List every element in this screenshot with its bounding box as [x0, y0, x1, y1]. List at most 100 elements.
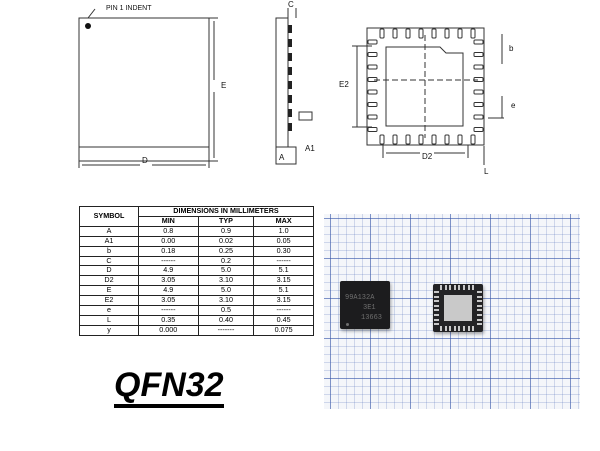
cell-min: 0.8 [138, 225, 199, 237]
bottom-pad [405, 28, 411, 39]
cell-typ: ------- [197, 324, 255, 336]
bottom-pad [418, 28, 424, 39]
chip-pad [477, 318, 482, 321]
cell-max: 3.15 [253, 295, 314, 307]
chip-pad [440, 326, 442, 331]
cell-min: 0.35 [138, 314, 199, 326]
chip-pad [434, 291, 439, 293]
cell-max: 0.05 [253, 235, 314, 247]
dimension-d2-label: D2 [422, 152, 433, 161]
dimensions-group-header: DIMENSIONS IN MILLIMETERS [138, 206, 314, 217]
bottom-pad [457, 28, 463, 39]
chip-pad [453, 326, 456, 331]
chip-pin1-dot [346, 323, 349, 326]
cell-symbol: b [79, 245, 139, 257]
chip-pad [477, 314, 482, 316]
dimension-a1-label: A1 [305, 144, 315, 153]
bottom-pad [379, 134, 385, 145]
bottom-pad [444, 134, 450, 145]
dimension-b-label: b [509, 44, 514, 53]
cell-typ: 5.0 [197, 265, 255, 277]
exposed-pad [385, 46, 464, 127]
chip-pad [463, 285, 465, 290]
dimension-c-label: C [288, 0, 294, 9]
side-lead [288, 25, 292, 33]
bottom-pad [444, 28, 450, 39]
dimensions-table: SYMBOL DIMENSIONS IN MILLIMETERS MIN TYP… [79, 206, 314, 336]
bottom-pad [367, 114, 378, 120]
bottom-pad [392, 28, 398, 39]
bottom-pad [367, 39, 378, 45]
cell-min: 3.05 [138, 275, 199, 287]
bottom-pad [367, 77, 378, 82]
cell-min: ------ [138, 255, 199, 267]
bottom-pad [367, 52, 378, 57]
bottom-pad [431, 28, 437, 39]
chip-pad [458, 285, 461, 290]
chip-pad [434, 318, 439, 321]
chip-pad [444, 326, 447, 331]
bottom-pad [367, 127, 378, 132]
cell-max: 1.0 [253, 225, 314, 237]
bottom-pad [473, 114, 484, 120]
chip-marking-line-3: 13663 [361, 314, 383, 322]
side-view-leads [288, 25, 292, 131]
bottom-pad [473, 52, 484, 57]
bottom-pad [405, 134, 411, 145]
column-header-min: MIN [138, 215, 199, 227]
bottom-pad [418, 134, 424, 145]
cell-typ: 5.0 [197, 285, 255, 297]
chip-pad [434, 314, 439, 316]
column-header-typ: TYP [197, 215, 255, 227]
bottom-pad [473, 89, 484, 95]
chip-pad [434, 304, 439, 307]
chip-pad [453, 285, 456, 290]
cell-symbol: A [79, 225, 139, 237]
chip-pad [472, 326, 475, 331]
bottom-pad [431, 134, 437, 145]
cell-min: 0.000 [138, 324, 199, 336]
chip-pad [434, 295, 439, 298]
chip-pad [444, 295, 472, 321]
cell-symbol: C [79, 255, 139, 267]
cell-min: 4.9 [138, 265, 199, 277]
chip-pad [477, 300, 482, 303]
cell-max: 5.1 [253, 265, 314, 277]
side-lead [288, 95, 292, 103]
chip-pad [477, 304, 482, 307]
package-outline-drawing [78, 8, 504, 168]
table-row: e------0.5------ [79, 305, 314, 316]
chip-pad [449, 285, 452, 290]
chip-marking-line-2: 3E1 [363, 304, 376, 312]
side-lead [288, 81, 292, 89]
column-header-max: MAX [253, 215, 314, 227]
chip-pad [440, 285, 442, 290]
chip-pad [467, 285, 470, 290]
dimension-e-pitch-label: e [511, 101, 516, 110]
side-lead [288, 123, 292, 131]
pin1-indent-mark [85, 23, 91, 29]
cell-typ: 0.02 [197, 235, 255, 247]
cell-typ: 0.40 [197, 314, 255, 326]
cell-typ: 3.10 [197, 295, 255, 307]
cell-max: 5.1 [253, 285, 314, 297]
bottom-pad [473, 127, 484, 132]
pin1-indent-label: PIN 1 INDENT [106, 5, 152, 12]
cell-min: 4.9 [138, 285, 199, 297]
chip-pad [472, 285, 475, 290]
chip-pad [434, 309, 439, 312]
cell-symbol: L [79, 314, 139, 326]
chip-pad [467, 326, 470, 331]
cell-typ: 0.5 [197, 305, 255, 316]
dimension-a-label: A [279, 153, 285, 162]
chip-bottom-side [433, 284, 483, 332]
chip-pad [434, 300, 439, 303]
bottom-pad [457, 134, 463, 145]
side-view [275, 8, 313, 165]
chip-pad [477, 309, 482, 312]
bottom-pad [367, 102, 378, 107]
